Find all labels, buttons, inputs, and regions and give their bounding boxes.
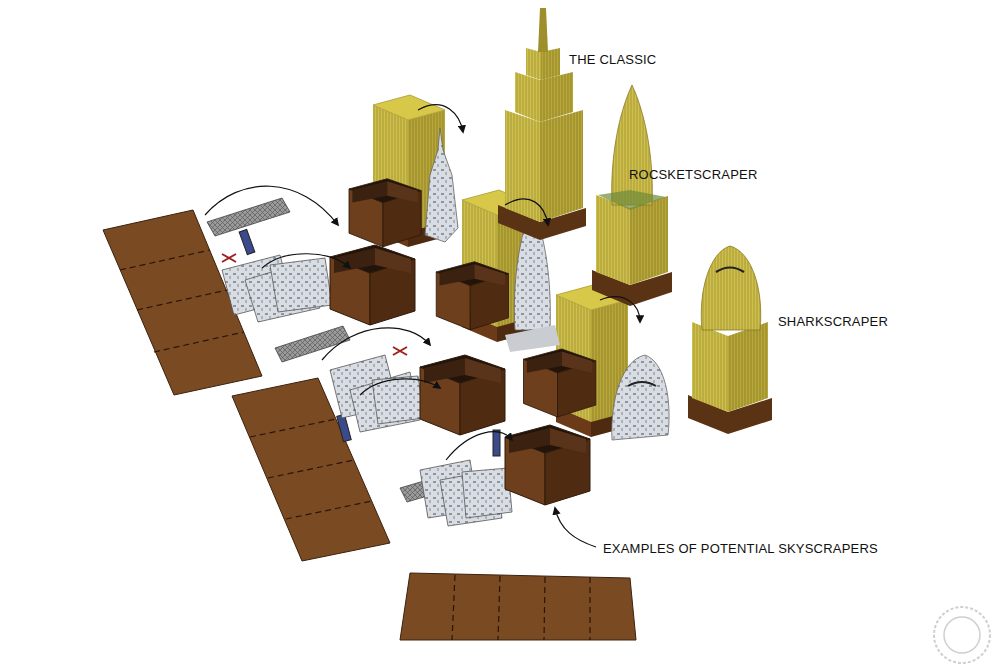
callout-label: SHARKSCRAPER	[778, 314, 888, 329]
straw-block	[373, 95, 628, 437]
callout-label: THE CLASSIC	[569, 52, 656, 67]
wood-panel	[103, 210, 636, 640]
watermark-stamp	[934, 607, 990, 663]
callout-label: EXAMPLES OF POTENTIAL SKYSCRAPERS	[603, 541, 878, 556]
finished-skyscraper	[498, 8, 772, 434]
callout-label: ROCSKETSCRAPER	[629, 167, 758, 182]
wire-mesh-roll	[207, 198, 475, 502]
process-arrow	[205, 105, 640, 547]
